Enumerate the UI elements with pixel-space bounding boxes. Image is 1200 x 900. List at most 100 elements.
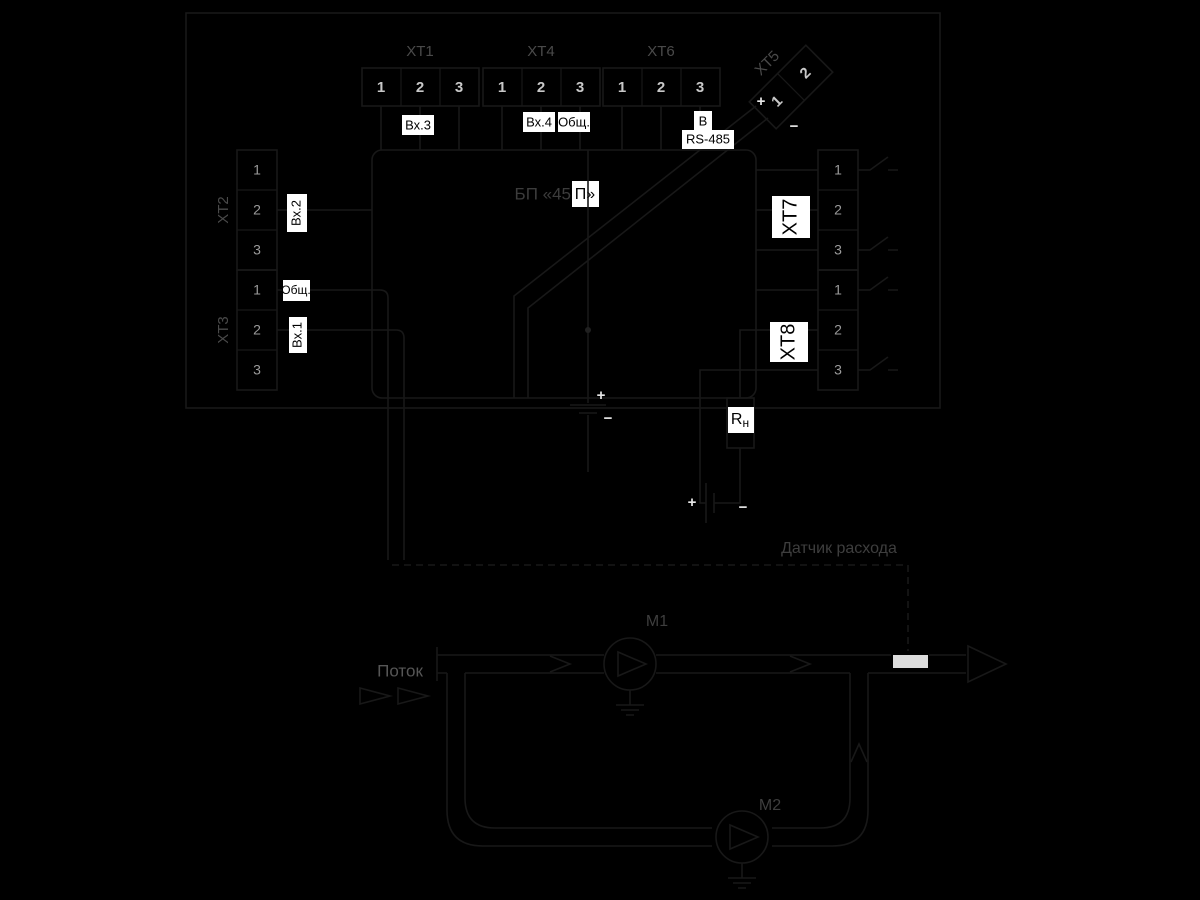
chip-vx2: Вх.2 — [287, 194, 307, 232]
terminal-block-xt4-label: ХТ4 — [527, 43, 555, 60]
chip-vx4: Вх.4 — [523, 112, 555, 132]
module-outline — [371, 149, 757, 399]
terminal-block-xt8-dividers — [818, 309, 858, 351]
chip-xt8: ХТ8 — [770, 322, 808, 362]
terminal-block-xt6-dividers — [641, 68, 682, 106]
terminal-block-xt6-label: ХТ6 — [647, 43, 675, 60]
terminal-cell-digit: 1 — [253, 282, 261, 298]
terminal-cell-digit: 3 — [455, 79, 463, 96]
terminal-cell-digit: 3 — [696, 79, 704, 96]
chip-vx3: Вх.3 — [402, 115, 434, 135]
contact-icon — [858, 356, 898, 371]
pump-m1: М1 — [603, 613, 668, 716]
wire-rn-battery — [714, 448, 741, 504]
terminal-block-xt1-label: ХТ1 — [406, 43, 434, 60]
terminal-block-xt1-dividers — [400, 68, 441, 106]
wire-obsh-left — [277, 289, 389, 560]
terminal-cell-digit: 1 — [834, 282, 842, 298]
terminal-cell-digit: 2 — [253, 322, 261, 338]
xt5-minus-mark: − — [790, 118, 799, 135]
pump-m2-label: М2 — [759, 797, 781, 814]
wire-xt8-return — [699, 369, 818, 504]
wire-vx1 — [277, 329, 405, 560]
flow-up-arrow-icon — [850, 742, 868, 763]
chip-xt8-text: ХТ8 — [777, 324, 799, 361]
chip-vx1-text: Вх.1 — [289, 322, 304, 348]
battery1-plus-mark: + — [597, 387, 606, 404]
terminal-block-xt8: 1 2 3 — [817, 269, 859, 391]
pump-m1-label: М1 — [646, 613, 668, 630]
terminal-block-xt3-label: ХТ3 — [215, 316, 232, 344]
terminal-cell-digit: 3 — [253, 242, 261, 258]
terminal-block-xt7: 1 2 3 — [817, 149, 859, 271]
terminal-cell-digit: 3 — [834, 242, 842, 258]
chip-vx3-text: Вх.3 — [405, 117, 431, 132]
chip-obsh-top-text: Общ. — [558, 114, 590, 129]
device-outline — [185, 12, 941, 409]
battery2-minus-mark: − — [739, 499, 748, 516]
chip-b-line: В — [694, 111, 712, 131]
flow-sensor-body — [893, 655, 928, 668]
ground-icon — [616, 690, 644, 716]
pump-m1-rotor-icon — [617, 650, 649, 678]
flow-sensor-label: Датчик расхода — [781, 540, 897, 557]
terminal-cell-digit: 1 — [377, 79, 385, 96]
module-title-prefix: БП «45 — [515, 184, 571, 203]
terminal-block-xt2-dividers — [237, 189, 277, 231]
terminal-block-xt4-dividers — [521, 68, 562, 106]
terminal-cell-digit: 1 — [498, 79, 506, 96]
module-title-chip — [572, 181, 599, 207]
chip-vx4-text: Вх.4 — [526, 114, 552, 129]
terminal-cell-digit: 2 — [834, 322, 842, 338]
terminal-cell-digit: 3 — [576, 79, 584, 96]
ground-icon — [728, 863, 756, 889]
chip-vx1: Вх.1 — [289, 317, 307, 353]
chip-xt7-text: ХТ7 — [779, 199, 801, 236]
contact-icon — [858, 276, 898, 291]
terminal-block-xt6: ХТ6 1 2 3 — [602, 43, 721, 107]
pump-m1-body — [603, 637, 657, 691]
terminal-block-xt2: ХТ2 1 2 3 — [215, 149, 278, 271]
module-title-chip-text: П» — [575, 186, 596, 203]
flow-label: Поток — [377, 661, 423, 680]
terminal-block-xt1: ХТ1 1 2 3 — [361, 43, 480, 107]
battery-icon — [705, 483, 715, 523]
terminal-block-xt5-divider — [777, 73, 805, 101]
terminal-cell-digit: 1 — [834, 162, 842, 178]
chip-obsh-left: Общ. — [281, 280, 311, 301]
terminal-cell-digit: 2 — [416, 79, 424, 96]
terminal-cell-digit: 2 — [253, 202, 261, 218]
resistor-rn-label: Rн — [731, 411, 749, 430]
terminal-cell-digit: 1 — [618, 79, 626, 96]
pump-m2-body — [715, 810, 769, 864]
rs485-cable-a — [513, 105, 757, 398]
chip-obsh-left-text: Общ. — [281, 283, 310, 297]
chip-rs485-text: RS-485 — [686, 131, 730, 146]
loop-inner-wall — [464, 673, 851, 829]
terminal-cell-digit: 2 — [834, 202, 842, 218]
terminal-block-xt3-dividers — [237, 309, 277, 351]
terminal-cell-digit: 2 — [537, 79, 545, 96]
terminal-block-xt4: ХТ4 1 2 3 — [482, 43, 601, 107]
pump-m2-rotor-icon — [729, 823, 761, 851]
flow-direction-arrow-icon — [549, 655, 573, 673]
chip-rs485: RS-485 — [682, 130, 734, 149]
terminal-block-xt7-dividers — [818, 189, 858, 231]
battery-icon — [570, 404, 606, 414]
resistor-rn-chip — [728, 407, 754, 433]
pipe-outlet-arrow-icon — [967, 644, 1008, 684]
sensor-cable-dashed — [392, 564, 909, 651]
terminal-cell-digit: 1 — [253, 162, 261, 178]
xt5-plus-mark: + — [757, 93, 766, 110]
terminal-cell-digit: 3 — [834, 362, 842, 378]
chip-obsh-top: Общ. — [558, 112, 590, 132]
terminal-cell-digit: 2 — [797, 64, 815, 82]
terminal-cell-digit: 1 — [768, 93, 786, 111]
terminal-block-xt5-body — [748, 44, 834, 130]
battery2-plus-mark: + — [688, 494, 697, 511]
terminal-cell-digit: 2 — [657, 79, 665, 96]
rs485-cable-b — [527, 117, 769, 398]
loop-outer-wall — [446, 673, 869, 847]
chip-b-line-text: В — [699, 113, 708, 128]
flow-inlet-arrow-icon — [397, 686, 432, 706]
